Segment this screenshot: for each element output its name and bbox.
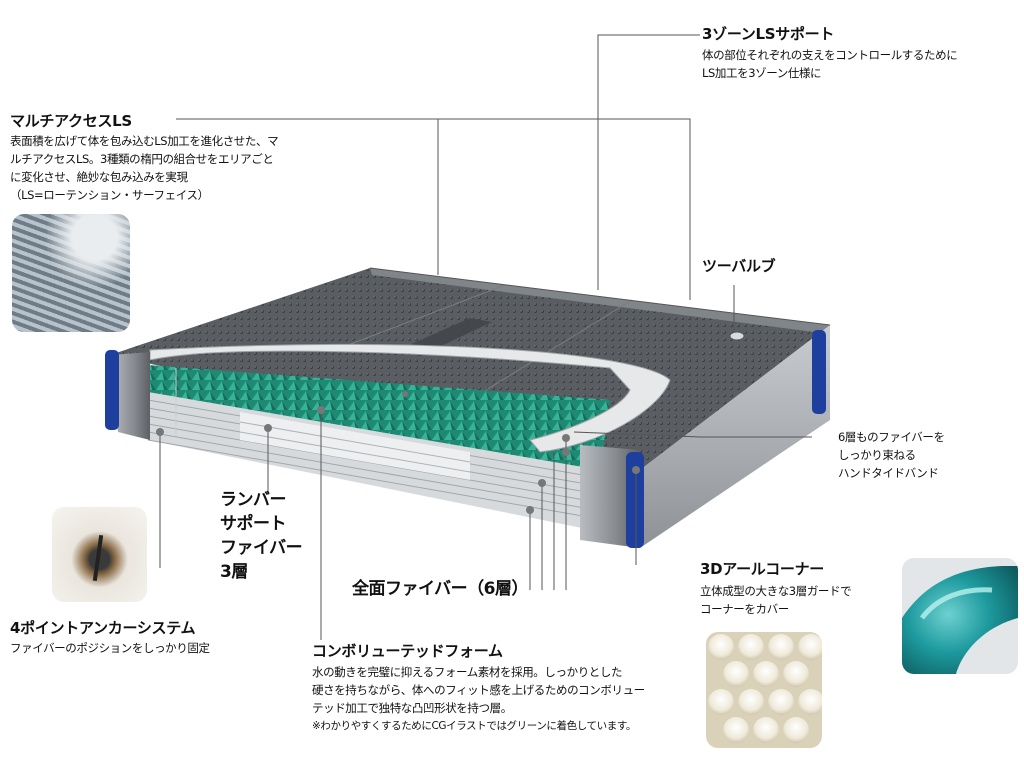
marker-dots [156,391,640,514]
anchor-system-title: 4ポイントアンカーシステム [10,619,196,637]
zone-support-desc: 体の部位それぞれの支えをコントロールするために LS加工を3ゾーン仕様に [702,48,958,80]
valve-marker [729,331,745,341]
convoluted-foam-photo [706,632,822,748]
anchor-system-desc: ファイバーのポジションをしっかり固定 [10,641,210,655]
corner-3d-title: 3Dアールコーナー [700,560,824,578]
multi-access-title: マルチアクセスLS [10,112,132,130]
mattress-left-corner [105,350,150,440]
corner-3d-photo [902,558,1018,674]
convoluted-foam-title: コンボリューテッドフォーム [312,642,503,660]
anchor-system-photo [52,507,147,602]
zone-support-title: 3ゾーンLSサポート [702,25,835,43]
hand-tied-band-desc: 6層ものファイバーを しっかり束ねる ハンドタイドバンド [838,430,945,480]
convoluted-foam-desc: 水の動きを完璧に抑えるフォーム素材を採用。しっかりとした 硬さを持ちながら、体へ… [312,665,645,732]
multi-access-desc: 表面積を広げて体を包み込むLS加工を進化させた、マ ルチアクセスLS。3種類の楕… [10,134,279,202]
full-fiber-title: 全面ファイバー（6層） [352,579,529,599]
leader-lines [100,34,831,640]
lumbar-support-label: ランバー サポート ファイバー 3層 [220,490,303,582]
mattress-cutaway [147,343,671,530]
two-valve-title: ツーバルブ [702,257,776,275]
multi-access-photo [12,214,130,332]
corner-3d-desc: 立体成型の大きな3層ガードで コーナーをカバー [700,584,852,616]
